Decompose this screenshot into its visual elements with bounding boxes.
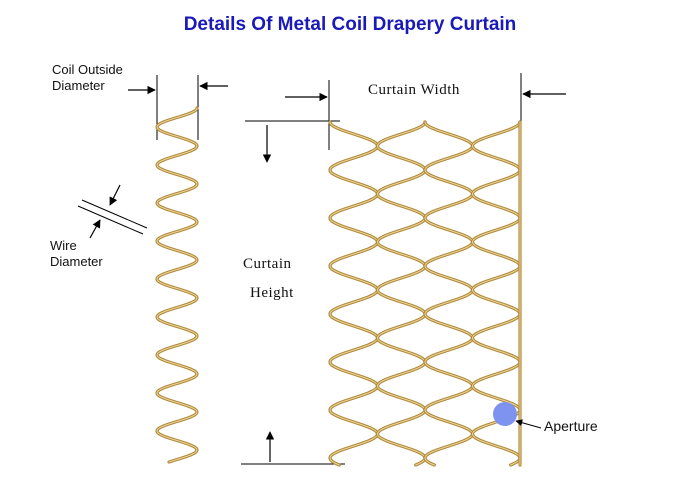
mesh-wire-1-highlight	[329, 121, 379, 466]
coil-wire	[155, 106, 199, 464]
aperture-arrow	[515, 419, 542, 429]
wire-diameter-dimension	[77, 184, 148, 239]
curtain-height-label-line2: Height	[250, 285, 294, 301]
coil-wire-highlight	[156, 107, 198, 463]
coil-spiral	[155, 106, 199, 464]
coil-outside-diameter-label: Coil Outside Diameter	[52, 62, 123, 94]
mesh-wire-3-highlight	[424, 121, 474, 466]
wire-diameter-line-top	[81, 199, 148, 229]
wire-diameter-line-bottom	[77, 205, 144, 235]
wire-diameter-arrow-bottom	[89, 219, 101, 239]
aperture-marker	[493, 402, 517, 426]
wire-diameter-label: Wire Diameter	[50, 238, 103, 270]
coil-mesh-curtain	[328, 120, 522, 467]
curtain-width-dimension	[285, 73, 566, 152]
coil-outside-diameter-label-line1: Coil Outside	[52, 62, 123, 77]
wire-diameter-label-line1: Wire	[50, 238, 77, 253]
curtain-height-label-line1: Curtain	[243, 256, 292, 272]
mesh-wire-2	[375, 120, 427, 467]
wire-diameter-arrow-top	[109, 184, 121, 206]
curtain-width-label: Curtain Width	[368, 82, 460, 98]
coil-outside-diameter-label-line2: Diameter	[52, 78, 105, 93]
wire-diameter-label-line2: Diameter	[50, 254, 103, 269]
curtain-height-dimension	[241, 120, 345, 465]
diagram-title: Details Of Metal Coil Drapery Curtain	[183, 14, 517, 35]
mesh-wire-3	[423, 120, 475, 467]
mesh-wire-2-highlight	[376, 121, 426, 466]
aperture-label: Aperture	[544, 418, 598, 434]
mesh-wire-1	[328, 120, 380, 467]
coil-diameter-dimension	[128, 75, 228, 140]
